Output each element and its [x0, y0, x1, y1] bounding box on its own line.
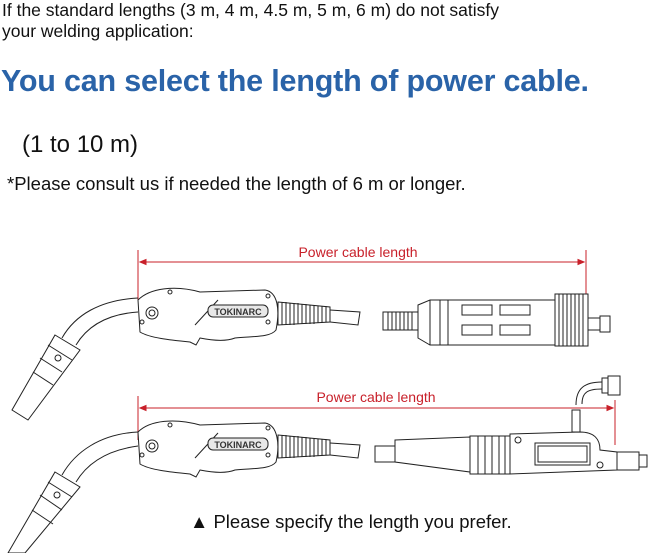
dimension-top — [137, 250, 587, 300]
connector-bottom — [374, 375, 648, 475]
logo-top: TOKINARC — [214, 307, 262, 317]
headline: You can select the length of power cable… — [1, 64, 589, 98]
length-range: (1 to 10 m) — [22, 131, 139, 158]
consult-note: *Please consult us if needed the length … — [7, 173, 466, 194]
dimension-label-top: Power cable length — [298, 244, 417, 260]
torch-top: TOKINARC — [11, 287, 361, 421]
intro-line-2: your welding application: — [2, 21, 194, 41]
torch-bottom: TOKINARC — [7, 420, 361, 553]
specify-length-caption: ▲ Please specify the length you prefer. — [190, 511, 512, 532]
logo-bottom: TOKINARC — [214, 440, 262, 450]
connector-top — [382, 293, 611, 347]
dimension-label-bottom: Power cable length — [316, 389, 435, 405]
intro-line-1: If the standard lengths (3 m, 4 m, 4.5 m… — [2, 0, 500, 20]
